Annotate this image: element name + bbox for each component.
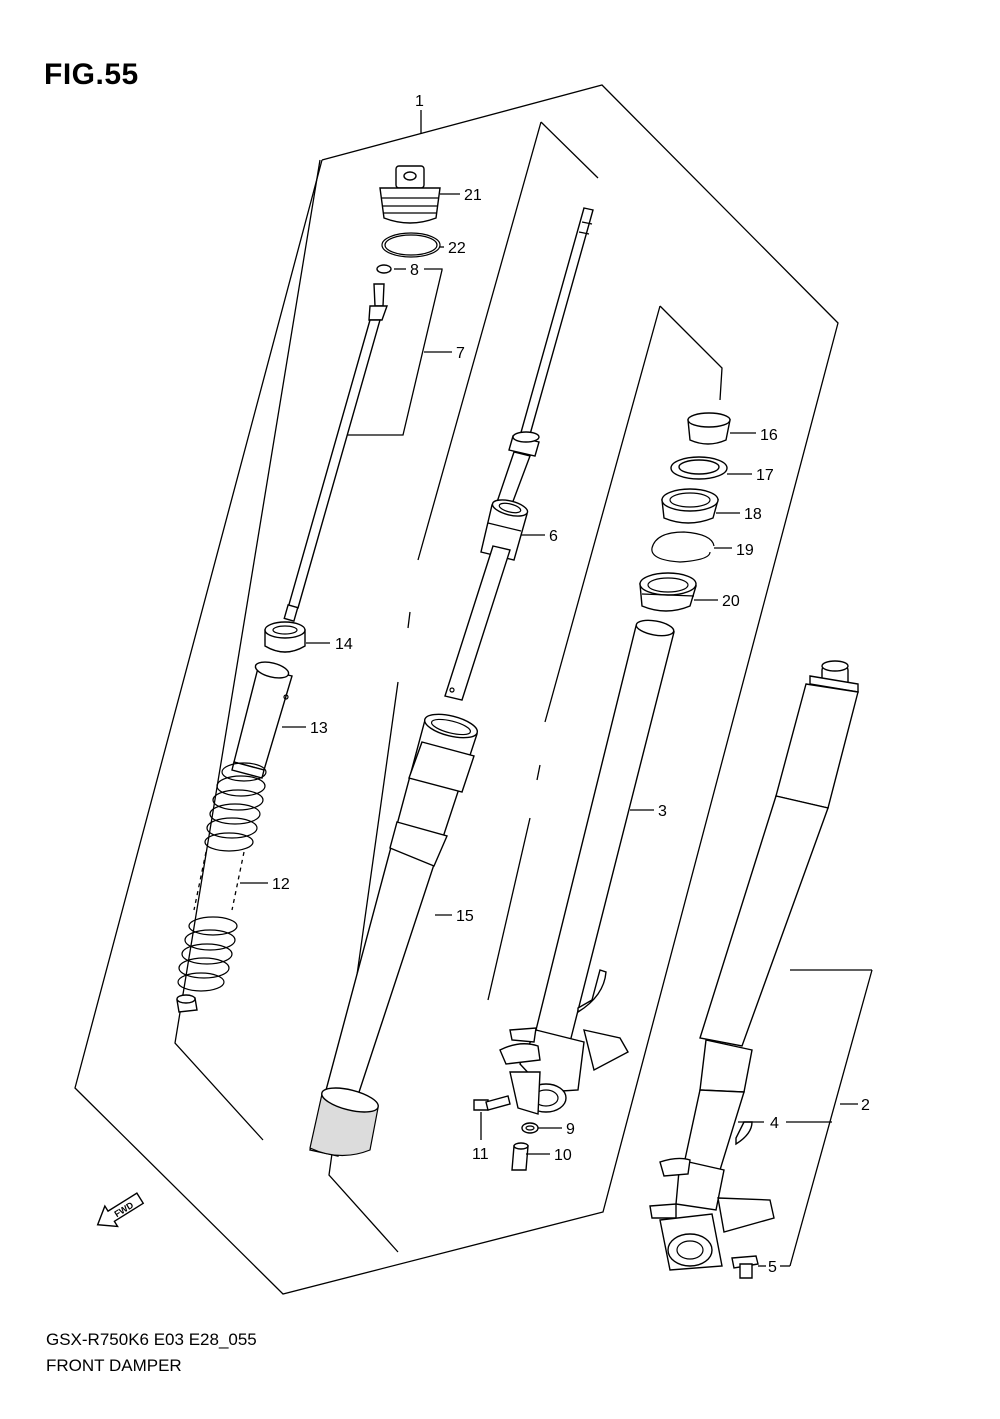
model-code: GSX-R750K6 E03 E28_055 [46,1330,257,1349]
assembly-frame-1 [74,84,839,1295]
part-15-inner-tube: 15 [309,713,479,1157]
assembly-frame-inner [174,121,723,1253]
callout-label-18: 18 [744,506,762,523]
callout-label-22: 22 [448,240,466,257]
callout-label-16: 16 [760,427,778,444]
part-12-fork-spring: 12 [176,762,290,1013]
callout-label-21: 21 [464,187,482,204]
figure-caption: FRONT DAMPER [46,1356,182,1375]
callout-label-12: 12 [272,876,290,893]
callout-label-8: 8 [410,262,419,279]
part-7-damper-rod: 7 [283,283,465,622]
part-2-front-fork-assembly: 2 [649,660,873,1271]
callout-label-14: 14 [335,636,353,653]
callout-label-6: 6 [549,528,558,545]
part-18-guide-bushing: 18 [661,488,762,524]
callout-label-17: 17 [756,467,774,484]
part-20-oil-seal: 20 [639,572,740,612]
figure-title: FIG.55 [44,58,139,91]
callout-label-10: 10 [554,1147,572,1164]
callout-label-20: 20 [722,593,740,610]
callout-label-13: 13 [310,720,328,737]
part-21-cap-bolt: 21 [379,165,482,224]
part-17-washer: 17 [670,456,774,484]
callout-label-4: 4 [770,1115,779,1132]
part-6-damper-cartridge: 6 [444,207,594,701]
part-22-o-ring: 22 [381,232,466,258]
part-14-spring-seat: 14 [264,621,353,653]
part-19-circlip: 19 [651,531,754,563]
callout-label-5: 5 [768,1259,777,1276]
callout-label-9: 9 [566,1121,575,1138]
callout-label-15: 15 [456,908,474,925]
part-13-spacer: 13 [231,661,328,779]
part-3-outer-tube: 3 [499,619,675,1115]
part-10-bolt: 10 [511,1142,572,1171]
callout-label-19: 19 [736,542,754,559]
callout-label-3: 3 [658,803,667,820]
fwd-arrow-icon: FWD [96,1192,145,1228]
part-9-washer: 9 [521,1121,575,1138]
callout-label-2: 2 [861,1097,870,1114]
part-4-inner-tube-assembly: 4 [738,1115,832,1132]
part-11-bolt: 11 [472,1095,511,1163]
callout-label-11: 11 [472,1146,489,1163]
callout-label-7: 7 [456,345,465,362]
callout-label-1: 1 [415,93,424,110]
callout-1: 1 [415,93,424,134]
part-16-slide-bushing: 16 [687,412,778,445]
part-8-washer: 8 [343,262,443,436]
part-5-bolt: 5 [731,1255,777,1279]
